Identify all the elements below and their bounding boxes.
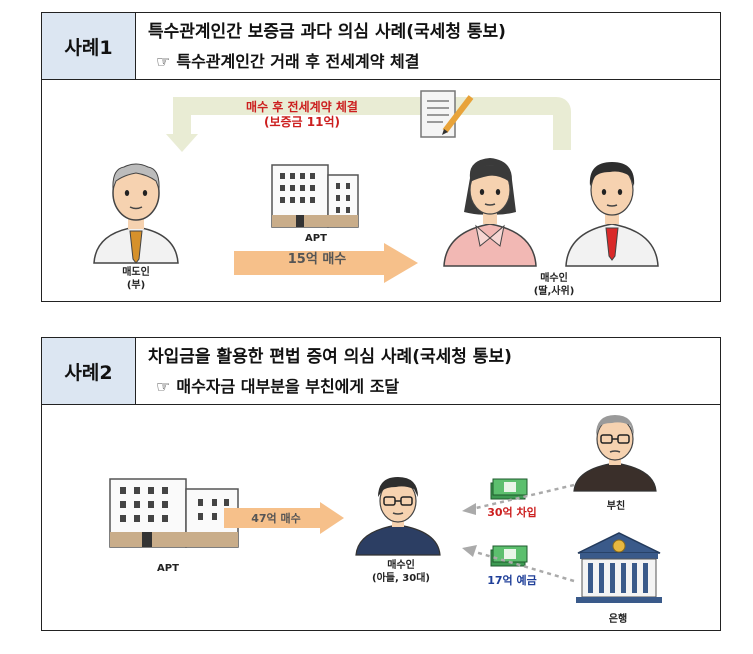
contract-label: 매수 후 전세계약 체결 (보증금 11억) (202, 100, 402, 130)
case1-apt-label: APT (305, 233, 327, 244)
case2-purchase-label: 47억 매수 (251, 512, 301, 525)
case2-buyer-label: 매수인 (아들, 30대) (364, 559, 438, 585)
pointing-hand-icon: ☞ (156, 52, 171, 71)
case2-label: 사례2 (42, 338, 136, 404)
bank-icon (576, 532, 662, 603)
case1-purchase-label: 15억 매수 (287, 252, 347, 267)
father-label: 부친 (606, 501, 626, 512)
father-figure (573, 415, 657, 492)
case1-panel: 사례1 특수관계인간 보증금 과다 의심 사례(국세청 통보) ☞ 특수관계인간 … (41, 12, 721, 302)
purchase-arrow (234, 243, 418, 283)
cash-stack-icon (490, 478, 528, 500)
apartment-building-icon (271, 164, 359, 228)
buyer-son-in-law-figure (565, 162, 659, 267)
seller-label-name: 매도인 (122, 267, 150, 278)
case2-buyer-label-name: 매수인 (387, 560, 415, 571)
purchase-arrow (224, 502, 344, 534)
seller-father-figure (93, 163, 179, 264)
loan-label: 30억 차입 (487, 506, 537, 519)
contract-return-arrow (166, 97, 571, 152)
case2-apt-label: APT (157, 563, 179, 574)
buyer-label-relation: (딸,사위) (533, 286, 575, 297)
case2-subtitle: 매수자금 대부분을 부친에게 조달 (176, 377, 400, 396)
case2-header: 사례2 차입금을 활용한 편법 증여 의심 사례(국세청 통보) ☞ 매수자금 대… (42, 338, 720, 405)
case1-header: 사례1 특수관계인간 보증금 과다 의심 사례(국세청 통보) ☞ 특수관계인간 … (42, 13, 720, 80)
deposit-label: 17억 예금 (487, 574, 537, 587)
seller-label-relation: (부) (126, 280, 146, 291)
contract-document-icon (420, 90, 474, 138)
pointing-hand-icon: ☞ (156, 377, 171, 396)
buyer-daughter-figure (443, 158, 537, 267)
buyer-son-figure (355, 477, 441, 556)
bank-label: 은행 (608, 614, 628, 625)
case1-title: 특수관계인간 보증금 과다 의심 사례(국세청 통보) (148, 22, 506, 42)
case1-subtitle: 특수관계인간 거래 후 전세계약 체결 (176, 52, 420, 71)
case2-title: 차입금을 활용한 편법 증여 의심 사례(국세청 통보) (148, 347, 512, 367)
buyer-label: 매수인 (딸,사위) (512, 272, 596, 298)
case2-subtitle-row: ☞ 매수자금 대부분을 부친에게 조달 (156, 373, 399, 397)
contract-label-line2: (보증금 11억) (263, 115, 340, 129)
contract-label-line1: 매수 후 전세계약 체결 (246, 100, 358, 114)
case2-buyer-label-relation: (아들, 30대) (372, 573, 430, 584)
case1-subtitle-row: ☞ 특수관계인간 거래 후 전세계약 체결 (156, 48, 419, 72)
case2-panel: 사례2 차입금을 활용한 편법 증여 의심 사례(국세청 통보) ☞ 매수자금 대… (41, 337, 721, 631)
buyer-label-name: 매수인 (540, 273, 568, 284)
case1-illustration: 매수 후 전세계약 체결 (보증금 11억) 매도인 (부) (42, 80, 720, 301)
funding-flow-arrows (462, 483, 575, 583)
seller-label: 매도인 (부) (106, 266, 166, 292)
case1-label: 사례1 (42, 13, 136, 79)
case2-illustration: APT 47억 매수 매수인 (아들, 30대) (42, 405, 720, 630)
apartment-building-icon (109, 478, 239, 548)
